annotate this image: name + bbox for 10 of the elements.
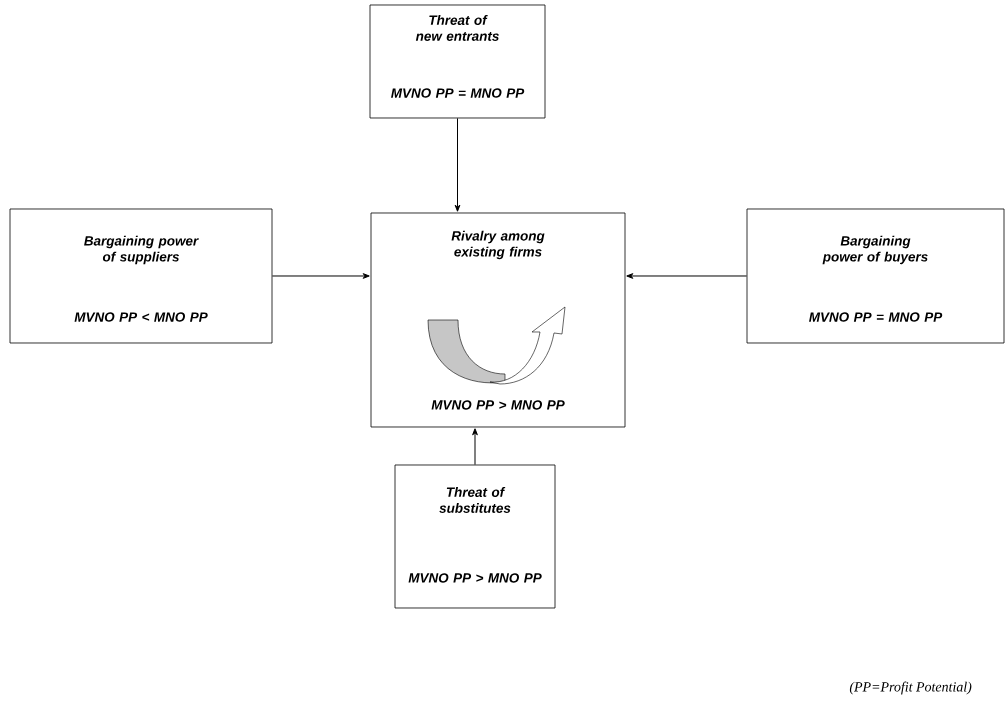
- arrow: [472, 428, 478, 466]
- process-box: Bargaining power of suppliers MVNO PP < MNO PP: [9, 208, 273, 344]
- process-box: Bargaining power of buyers MVNO PP = MNO PP: [746, 208, 1005, 344]
- arrow: [271, 273, 370, 279]
- arrow: [454, 117, 461, 212]
- process-box: Threat of new entrants MVNO PP = MNO PP: [369, 4, 546, 119]
- caption: (PP=Profit Potential): [849, 681, 972, 695]
- process-box: Rivalry among existing firms MVNO PP > MNO PP: [370, 212, 626, 428]
- process-box: Threat of substitutes MVNO PP > MNO PP: [394, 464, 556, 609]
- arrow: [626, 273, 748, 279]
